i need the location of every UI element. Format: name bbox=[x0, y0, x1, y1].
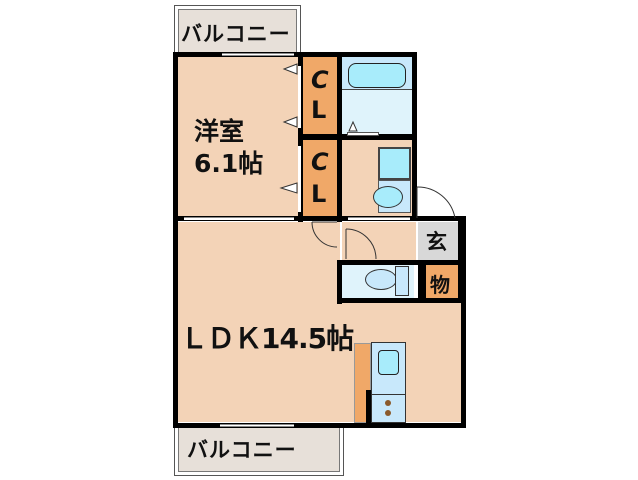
closet-2-c: C bbox=[311, 148, 329, 176]
wall-toilet-left bbox=[337, 262, 342, 304]
stove-divider bbox=[371, 394, 406, 395]
balcony-bottom: バルコニー bbox=[178, 424, 340, 472]
wall-bath-mid bbox=[337, 134, 417, 140]
wall-top bbox=[173, 52, 416, 57]
ldk-label: ＬＤＫ14.5帖 bbox=[180, 322, 354, 355]
washbasin-icon bbox=[378, 147, 411, 180]
balcony-bottom-label: バルコニー bbox=[187, 438, 297, 462]
burner-icon-2 bbox=[385, 410, 391, 416]
wall-right-lower bbox=[461, 222, 466, 428]
entrance-label: 玄 bbox=[426, 230, 447, 254]
toilet-bowl-upper-icon bbox=[373, 186, 403, 208]
western-room-size: 6.1帖 bbox=[194, 149, 264, 178]
kitchen-wall-stub bbox=[366, 390, 371, 423]
balcony-top: バルコニー bbox=[178, 9, 297, 55]
western-room-name: 洋室 bbox=[194, 117, 245, 146]
ldk-room bbox=[177, 222, 340, 422]
sliding-door-wash[interactable] bbox=[348, 217, 410, 220]
hallway bbox=[342, 222, 416, 262]
wall-closet-mid bbox=[298, 134, 342, 140]
wall-toilet-bottom bbox=[337, 298, 466, 303]
closet-2: C L bbox=[302, 140, 337, 218]
wall-left bbox=[173, 52, 178, 428]
wall-bottom bbox=[173, 423, 466, 428]
storage-label: 物 bbox=[430, 273, 450, 297]
sliding-door-western[interactable] bbox=[184, 217, 294, 220]
balcony-top-label: バルコニー bbox=[181, 22, 291, 46]
closet-1-door[interactable] bbox=[298, 66, 301, 128]
window-top[interactable] bbox=[222, 53, 294, 56]
western-room: 洋室 6.1帖 bbox=[177, 56, 299, 218]
closet-1-l: L bbox=[311, 96, 327, 124]
bathtub-icon bbox=[348, 63, 406, 88]
closet-2-l: L bbox=[311, 180, 327, 208]
closet-1: C L bbox=[302, 56, 337, 134]
window-bottom[interactable] bbox=[220, 424, 294, 427]
sink-icon bbox=[378, 350, 399, 375]
toilet-tank-icon bbox=[395, 266, 409, 296]
storage: 物 bbox=[426, 265, 458, 298]
wall-entrance-right bbox=[458, 216, 466, 302]
burner-icon-1 bbox=[385, 400, 391, 406]
closet-2-door[interactable] bbox=[298, 146, 301, 212]
bathroom-door-rail[interactable] bbox=[347, 132, 379, 136]
closet-1-c: C bbox=[311, 66, 329, 94]
entrance: 玄 bbox=[418, 222, 458, 262]
wall-toilet-top bbox=[337, 260, 466, 265]
wall-storage-left bbox=[418, 262, 426, 302]
wall-middle-horizontal bbox=[173, 216, 466, 221]
